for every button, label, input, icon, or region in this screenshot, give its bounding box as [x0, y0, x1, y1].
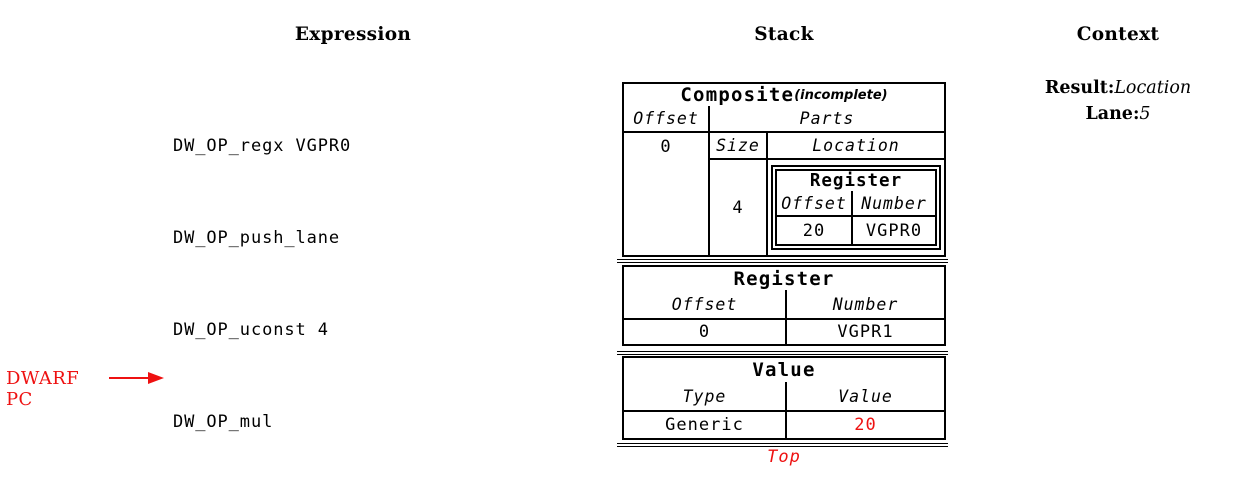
- composite-incomplete-badge: (incomplete): [794, 87, 888, 103]
- nested-register-number-header: Number: [853, 191, 935, 217]
- value-value-header: Value: [787, 382, 944, 412]
- value-value-value: 20: [854, 415, 877, 435]
- context-result-value: Location: [1114, 78, 1192, 98]
- stack-entry-separator: [617, 259, 948, 263]
- dwarf-pc-arrow-icon: [109, 372, 164, 384]
- expression-op: DW_OP_mul: [173, 412, 274, 433]
- context-lane-label: Lane:: [1085, 104, 1140, 124]
- expression-op: DW_OP_offset: [173, 500, 473, 503]
- register-number-value: VGPR1: [837, 322, 894, 342]
- context-result-label: Result:: [1044, 78, 1115, 98]
- register-offset-value: 0: [624, 320, 787, 344]
- context-column-header: Context: [1076, 24, 1160, 45]
- value-type-header: Type: [624, 382, 787, 412]
- nested-register-location: Register Offset Number 20 VGPR0: [771, 165, 941, 250]
- composite-offset-header: Offset: [624, 106, 708, 133]
- context-result-line: Result:Location: [1022, 78, 1214, 98]
- stack-top-separator: [617, 443, 948, 447]
- composite-part-size-value: 4: [732, 197, 744, 218]
- context-lane-value: 5: [1139, 104, 1151, 124]
- nested-register-offset-value: 20: [777, 217, 853, 244]
- register-title: Register: [733, 267, 835, 290]
- stack-top-label: Top: [767, 447, 801, 467]
- nested-register-number-value: VGPR0: [865, 220, 923, 241]
- composite-title-text: Composite: [680, 84, 795, 106]
- register-number-header: Number: [787, 290, 944, 320]
- stack-column-header: Stack: [754, 24, 814, 45]
- composite-location-header: Location: [768, 133, 944, 160]
- value-title: Value: [752, 359, 816, 381]
- stack-entry-separator: [617, 351, 948, 355]
- expression-op-list: DW_OP_regx VGPR0 DW_OP_push_lane DW_OP_u…: [173, 69, 473, 503]
- dwarf-pc-label: DWARF PC: [6, 368, 80, 410]
- nested-register-title: Register: [809, 171, 903, 191]
- stack-entry-register: Register Offset Number 0 VGPR1: [622, 265, 946, 346]
- expression-op: DW_OP_push_lane: [173, 227, 341, 248]
- composite-size-header: Size: [710, 133, 766, 160]
- nested-register-offset-header: Offset: [777, 191, 853, 217]
- composite-offset-value: 0: [660, 136, 672, 157]
- value-type-value: Generic: [624, 412, 787, 438]
- composite-parts-header: Parts: [710, 106, 944, 133]
- expression-op: DW_OP_uconst 4: [173, 320, 329, 340]
- expression-op: DW_OP_regx VGPR0: [173, 135, 352, 156]
- stack-entry-value: Value Type Value Generic 20: [622, 356, 946, 440]
- expression-column-header: Expression: [294, 24, 412, 45]
- context-lane-line: Lane:5: [1022, 104, 1214, 124]
- stack-entry-composite: Composite(incomplete) Offset 0 Parts Siz…: [622, 82, 946, 257]
- register-offset-header: Offset: [624, 290, 787, 320]
- composite-title: Composite(incomplete): [624, 84, 944, 106]
